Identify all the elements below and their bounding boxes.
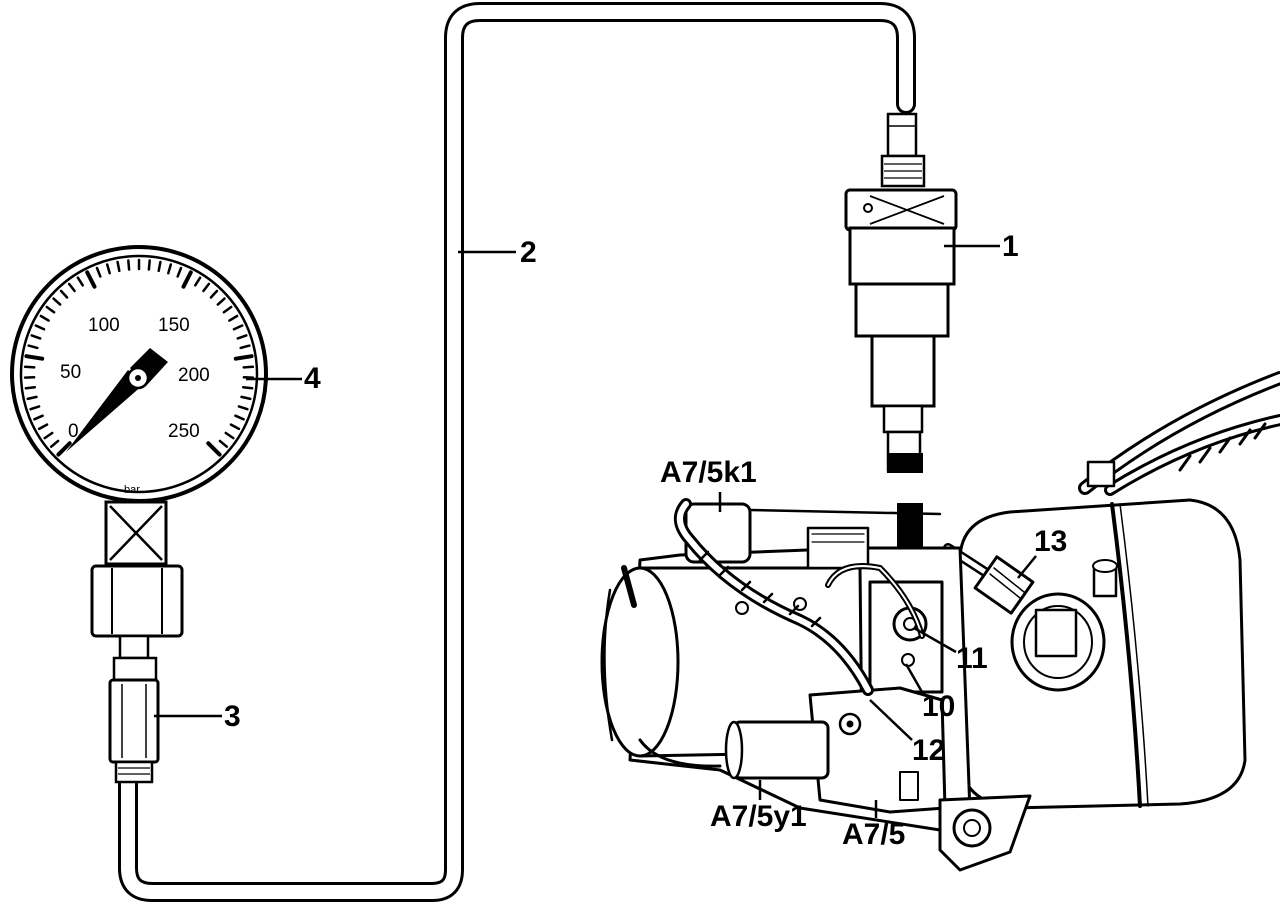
gauge-tick [58, 443, 69, 454]
gauge-tick [26, 356, 42, 359]
callout-a7-5k1: A7/5k1 [660, 456, 757, 489]
callout-3: 3 [224, 700, 241, 733]
callout-a7-5y1: A7/5y1 [710, 800, 807, 833]
callout-a7-5: A7/5 [842, 818, 906, 851]
gauge-tick [195, 278, 200, 286]
gauge-tick [244, 367, 253, 368]
gauge-tick [218, 299, 225, 305]
gauge-label-150: 150 [158, 315, 190, 336]
callout-12: 12 [912, 734, 946, 767]
gauge-tick [34, 416, 42, 420]
gauge-tick [107, 265, 110, 274]
gauge-needle [66, 348, 168, 452]
gauge-tick [97, 268, 100, 276]
gauge-tick [28, 397, 37, 399]
pressure-gauge: 0 50 100 150 200 250 bar [12, 247, 266, 658]
gauge-tick [241, 346, 250, 348]
gauge-label-250: 250 [168, 421, 200, 442]
gauge-tick [239, 406, 248, 409]
gauge-tick [159, 262, 161, 271]
pump-assembly [602, 378, 1280, 870]
gauge-tick [208, 443, 219, 454]
gauge-tick [39, 425, 47, 429]
gauge-tick [69, 284, 75, 291]
gauge-tick [78, 278, 83, 286]
gauge-ticks [25, 260, 253, 455]
gauge-label-50: 50 [60, 362, 81, 383]
callout-10: 10 [922, 690, 956, 723]
pressure-hose [128, 12, 906, 892]
gauge-tick [168, 265, 171, 274]
gauge-tick [235, 416, 243, 420]
leader-lines [154, 246, 1036, 818]
gauge-tick [36, 326, 44, 330]
gauge-tick [29, 346, 38, 348]
gauge-tick [234, 326, 242, 330]
callout-13: 13 [1034, 525, 1068, 558]
gauge-unit-label: bar [124, 484, 140, 496]
gauge-tick [47, 307, 54, 312]
gauge-tick [236, 356, 252, 359]
callout-11: 11 [956, 642, 988, 675]
gauge-tick [238, 335, 247, 338]
test-connection-fitting [846, 114, 956, 472]
gauge-label-0: 0 [68, 421, 79, 442]
gauge-tick [149, 261, 150, 270]
callout-4: 4 [304, 362, 321, 395]
gauge-tick [224, 307, 231, 312]
gauge-tick [203, 284, 209, 291]
gauge-tick [243, 387, 252, 388]
gauge-tick [54, 299, 61, 305]
gauge-tick [32, 335, 41, 338]
gauge-tick [231, 425, 239, 429]
callout-1: 1 [1002, 230, 1019, 263]
gauge-tick [45, 433, 53, 438]
gauge-tick [31, 406, 39, 409]
gauge-tick [26, 387, 35, 388]
gauge-tick [61, 291, 67, 298]
callout-2: 2 [520, 236, 537, 269]
gauge-tick [229, 316, 237, 321]
gauge-tick [41, 316, 49, 321]
hose-adapter [110, 658, 158, 782]
gauge-label-100: 100 [88, 315, 120, 336]
gauge-tick [178, 268, 181, 276]
gauge-tick [87, 272, 94, 286]
gauge-tick [25, 367, 34, 368]
gauge-tick [226, 433, 234, 438]
gauge-tick [51, 441, 58, 447]
gauge-tick [242, 397, 251, 399]
gauge-tick [211, 291, 217, 298]
gauge-tick [184, 272, 191, 286]
gauge-tick [118, 262, 120, 271]
gauge-tick [220, 441, 227, 447]
gauge-tick [128, 261, 129, 270]
gauge-label-200: 200 [178, 365, 210, 386]
